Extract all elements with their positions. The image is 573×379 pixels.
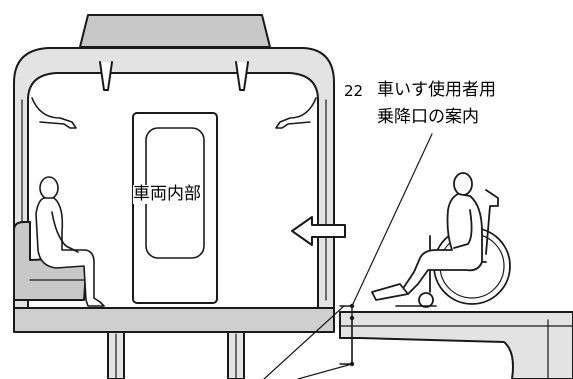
luggage-rack-left <box>99 61 113 91</box>
arrow-left-icon <box>291 216 346 246</box>
roof-unit <box>79 14 271 48</box>
callout-title-line1: 車いす使用者用 <box>377 80 496 100</box>
wheelchair-user-icon <box>371 172 511 308</box>
car-body-shell <box>13 47 335 331</box>
leader-line-to-door <box>263 305 345 379</box>
car-interior-label: 車両内部 <box>133 184 201 204</box>
luggage-rack-right <box>235 61 249 91</box>
callout-number: 22 <box>344 82 364 100</box>
callout-leader-line <box>351 133 433 307</box>
seated-person-icon <box>35 176 105 307</box>
leader-line-to-platform <box>297 363 353 379</box>
callout-title-line2: 乗降口の案内 <box>377 107 479 127</box>
handrail-left <box>31 97 77 129</box>
handrail-right <box>275 97 317 129</box>
platform <box>339 311 573 379</box>
car-floor <box>13 307 335 333</box>
